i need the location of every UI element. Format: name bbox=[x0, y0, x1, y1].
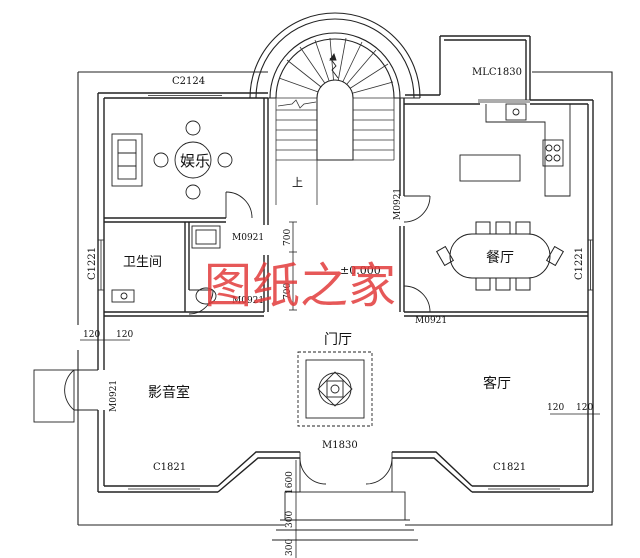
dim-700-lower: 700 bbox=[283, 283, 293, 300]
room-label-theater: 影音室 bbox=[148, 384, 190, 401]
door-label-m0921-bath: M0921 bbox=[232, 296, 264, 306]
door-label-m0921-stair: M0921 bbox=[393, 188, 403, 220]
dining-table bbox=[435, 221, 565, 291]
sofa-icon bbox=[111, 133, 143, 187]
window-label-c1821-right: C1821 bbox=[493, 462, 526, 473]
mahjong-table bbox=[153, 120, 233, 200]
door-label-m1830: M1830 bbox=[322, 440, 358, 451]
bathroom-fixtures bbox=[111, 225, 221, 305]
dim-700-upper: 700 bbox=[283, 229, 293, 246]
room-label-bathroom: 卫生间 bbox=[123, 255, 162, 270]
door-label-m0921-entertainment: M0921 bbox=[232, 233, 264, 243]
floor-medallion bbox=[297, 351, 373, 427]
interior-walls bbox=[104, 98, 588, 317]
doors bbox=[33, 191, 431, 492]
window-label-c2124: C2124 bbox=[172, 76, 205, 87]
room-label-entertainment: 娱乐 bbox=[180, 152, 210, 170]
stair-break-mark bbox=[277, 99, 317, 109]
dimension-lines bbox=[80, 221, 600, 558]
door-label-m0921-theater: M0921 bbox=[109, 380, 119, 412]
room-label-dining: 餐厅 bbox=[486, 250, 514, 266]
dim-1600: 1600 bbox=[285, 471, 295, 494]
dim-120-right-outer: 120 bbox=[576, 403, 593, 413]
window-label-c1221-left: C1221 bbox=[87, 247, 98, 280]
stair-up-label: 上 bbox=[292, 176, 303, 189]
dim-300-b: 300 bbox=[285, 539, 295, 556]
door-label-m0921-dining: M0921 bbox=[415, 316, 447, 326]
dim-120-left-inner: 120 bbox=[116, 330, 133, 340]
elevation-label: ±0.000 bbox=[340, 264, 381, 277]
window-label-c1221-right: C1221 bbox=[574, 247, 585, 280]
eave-outline bbox=[77, 71, 613, 526]
window-label-mlc1830: MLC1830 bbox=[472, 67, 522, 78]
dim-300-a: 300 bbox=[285, 511, 295, 528]
window-label-c1821-left: C1821 bbox=[153, 462, 186, 473]
watermark: 图纸之家 bbox=[204, 258, 396, 314]
stair-arrow-icon bbox=[329, 52, 339, 79]
windows bbox=[98, 92, 593, 493]
kitchen bbox=[459, 103, 571, 197]
room-label-living: 客厅 bbox=[483, 375, 511, 392]
room-label-foyer: 门厅 bbox=[324, 332, 352, 348]
dim-120-right-inner: 120 bbox=[547, 403, 564, 413]
stair-tower bbox=[249, 12, 421, 99]
dim-120-left-outer: 120 bbox=[83, 330, 100, 340]
stair-flights bbox=[275, 98, 395, 205]
